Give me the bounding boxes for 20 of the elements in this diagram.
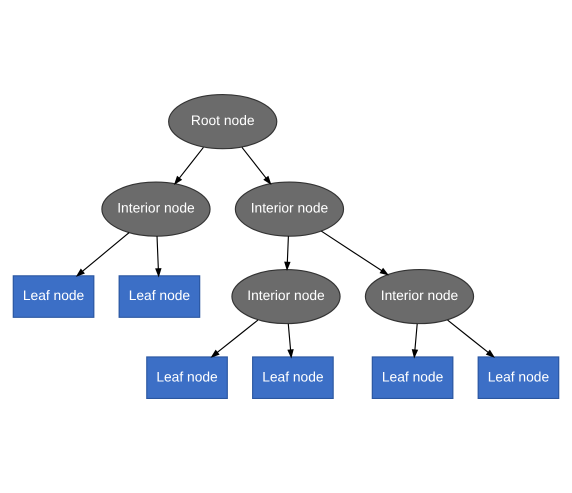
node-box: Leaf node [478, 356, 560, 399]
node-ellipse: Interior node [231, 268, 341, 324]
node-ellipse: Interior node [234, 181, 344, 237]
arrow [284, 236, 291, 271]
node-ellipse: Root node [168, 94, 278, 150]
arrow [155, 236, 162, 278]
node-box: Leaf node [252, 356, 334, 399]
arrow [76, 232, 130, 277]
arrow [174, 147, 204, 186]
arrow [287, 324, 294, 359]
arrow [210, 320, 258, 358]
node-box: Leaf node [372, 356, 454, 399]
arrow [412, 324, 418, 359]
node-box: Leaf node [12, 275, 94, 318]
node-ellipse: Interior node [101, 181, 211, 237]
node-box: Leaf node [146, 356, 228, 399]
arrow [320, 230, 389, 276]
arrow [447, 320, 496, 358]
node-box: Leaf node [118, 275, 200, 318]
arrow [242, 147, 272, 186]
